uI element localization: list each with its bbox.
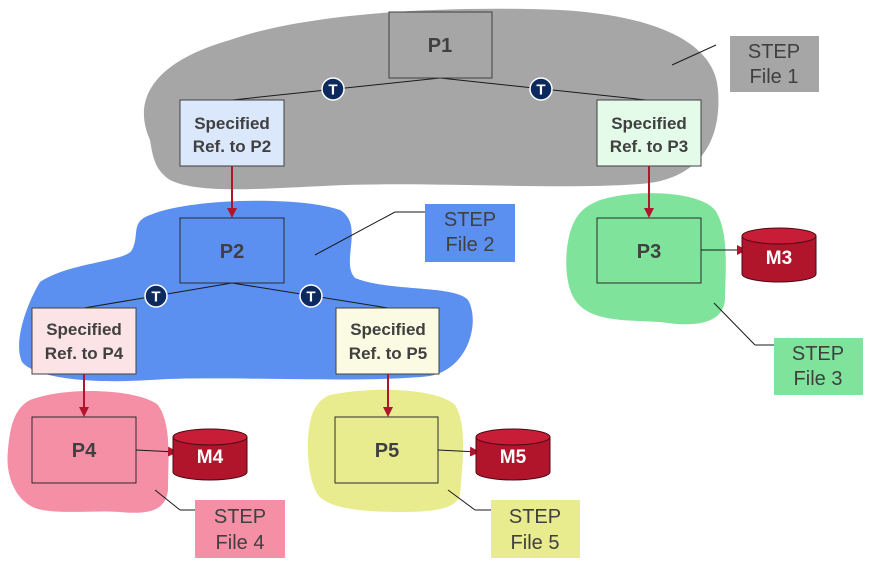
- step-file-4-callout: STEP File 4: [154, 489, 285, 558]
- model-m3: M3: [741, 227, 817, 283]
- step-file-5-callout: STEP File 5: [447, 489, 580, 558]
- transform-symbol: T: [328, 82, 337, 99]
- product-p1: P1: [388, 11, 493, 79]
- transform-marker-p1-p2: T: [321, 77, 345, 101]
- step-file-5-line2: File 5: [511, 532, 560, 554]
- model-m5-label: M5: [500, 447, 527, 468]
- transform-symbol: T: [536, 82, 545, 99]
- ref-to-p4-line1: Specified: [46, 320, 122, 339]
- ref-to-p5: Specified Ref. to P5: [335, 307, 440, 375]
- product-p5: P5: [334, 416, 439, 484]
- ref-to-p3-line2: Ref. to P3: [610, 137, 688, 156]
- product-p3-label: P3: [637, 241, 661, 263]
- step-file-1-line2: File 1: [750, 66, 799, 88]
- transform-marker-p2-p4: T: [144, 284, 168, 308]
- model-m4-label: M4: [197, 447, 224, 468]
- transform-symbol: T: [151, 289, 160, 306]
- step-file-5-line1: STEP: [509, 506, 561, 528]
- product-p3: P3: [596, 217, 702, 284]
- model-m3-label: M3: [766, 248, 792, 269]
- ref-to-p3-line1: Specified: [611, 114, 687, 133]
- product-p1-label: P1: [428, 35, 452, 57]
- product-p5-label: P5: [375, 440, 399, 462]
- transform-marker-p2-p5: T: [299, 284, 323, 308]
- step-file-1-callout: STEP File 1: [671, 36, 819, 92]
- ref-to-p2-line2: Ref. to P2: [193, 137, 271, 156]
- p4-to-m4-line: [135, 446, 178, 457]
- ref-to-p5-line2: Ref. to P5: [349, 344, 427, 363]
- product-p2: P2: [179, 217, 285, 284]
- step-file-4-line1: STEP: [214, 506, 266, 528]
- product-p4: P4: [31, 416, 137, 484]
- step-file-3-line1: STEP: [792, 343, 844, 365]
- step-file-2-line2: File 2: [446, 234, 495, 256]
- ref-to-p2: Specified Ref. to P2: [179, 99, 285, 167]
- file1-region: [143, 8, 719, 190]
- step-file-4-line2: File 4: [216, 532, 265, 554]
- model-m5: M5: [475, 428, 551, 481]
- product-p4-label: P4: [72, 440, 97, 462]
- p5-to-m5-line: [437, 446, 480, 457]
- ref-to-p3: Specified Ref. to P3: [596, 99, 702, 167]
- product-p2-label: P2: [220, 241, 244, 263]
- transform-symbol: T: [306, 289, 315, 306]
- ref-to-p5-line1: Specified: [350, 320, 426, 339]
- ref-to-p4-line2: Ref. to P4: [45, 344, 124, 363]
- step-file-2-line1: STEP: [444, 209, 496, 231]
- step-file-3-line2: File 3: [794, 368, 843, 390]
- ref-to-p4: Specified Ref. to P4: [31, 307, 137, 375]
- step-file-1-line1: STEP: [748, 41, 800, 63]
- model-m4: M4: [172, 428, 248, 481]
- step-file-3-callout: STEP File 3: [713, 302, 863, 395]
- transform-marker-p1-p3: T: [529, 77, 553, 101]
- step-file-2-callout: STEP File 2: [314, 204, 515, 262]
- ref-to-p2-line1: Specified: [194, 114, 270, 133]
